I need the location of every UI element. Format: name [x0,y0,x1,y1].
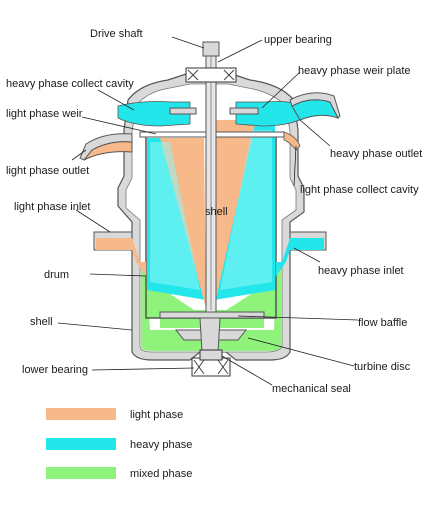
legend-swatch-heavy-phase [46,438,116,450]
legend-swatch-mixed-phase [46,467,116,479]
light-inlet-fluid [96,238,146,276]
legend-label-light-phase: light phase [130,409,183,421]
legend-label-mixed-phase: mixed phase [130,468,192,480]
legend: light phase heavy phase mixed phase [46,408,192,480]
heavy-outlet-spout-wall [289,92,341,119]
label-shell-center: shell [205,206,228,218]
legend-swatch-light-phase [46,408,116,420]
label-drive-shaft: Drive shaft [90,28,143,40]
flow-baffle [159,311,265,319]
label-mechanical-seal: mechanical seal [272,383,351,395]
turbine-hub [199,317,221,353]
legend-label-heavy-phase: heavy phase [130,439,192,451]
label-heavy-inlet: heavy phase inlet [318,265,404,277]
label-light-inlet: light phase inlet [14,201,90,213]
lower-bearing [191,357,231,377]
label-heavy-outlet: heavy phase outlet [330,148,422,160]
label-light-outlet: light phase outlet [6,165,89,177]
leader-lines [57,36,359,386]
label-flow-baffle: flow baffle [358,317,407,329]
heavy-weir-plate-left [169,107,197,115]
label-light-weir: light phase weir [6,108,83,120]
heavy-inlet-fluid [276,238,324,276]
label-turbine-disc: turbine disc [354,361,411,373]
label-heavy-collect-cavity: heavy phase collect cavity [6,78,134,90]
label-shell-left: shell [30,316,53,328]
upper-bearing [185,67,237,83]
heavy-phase-shade-right [220,130,272,290]
mechanical-seal [199,349,223,361]
label-drum: drum [44,269,69,281]
heavy-weir-plate-right [229,107,259,115]
label-lower-bearing: lower bearing [22,364,88,376]
label-heavy-weir-plate: heavy phase weir plate [298,65,411,77]
shaft-cap [202,41,220,57]
label-upper-bearing: upper bearing [264,34,332,46]
heavy-phase-shade-left [150,142,200,290]
light-outlet-spout-wall [79,133,133,161]
label-light-collect-cavity: light phase collect cavity [300,184,419,196]
